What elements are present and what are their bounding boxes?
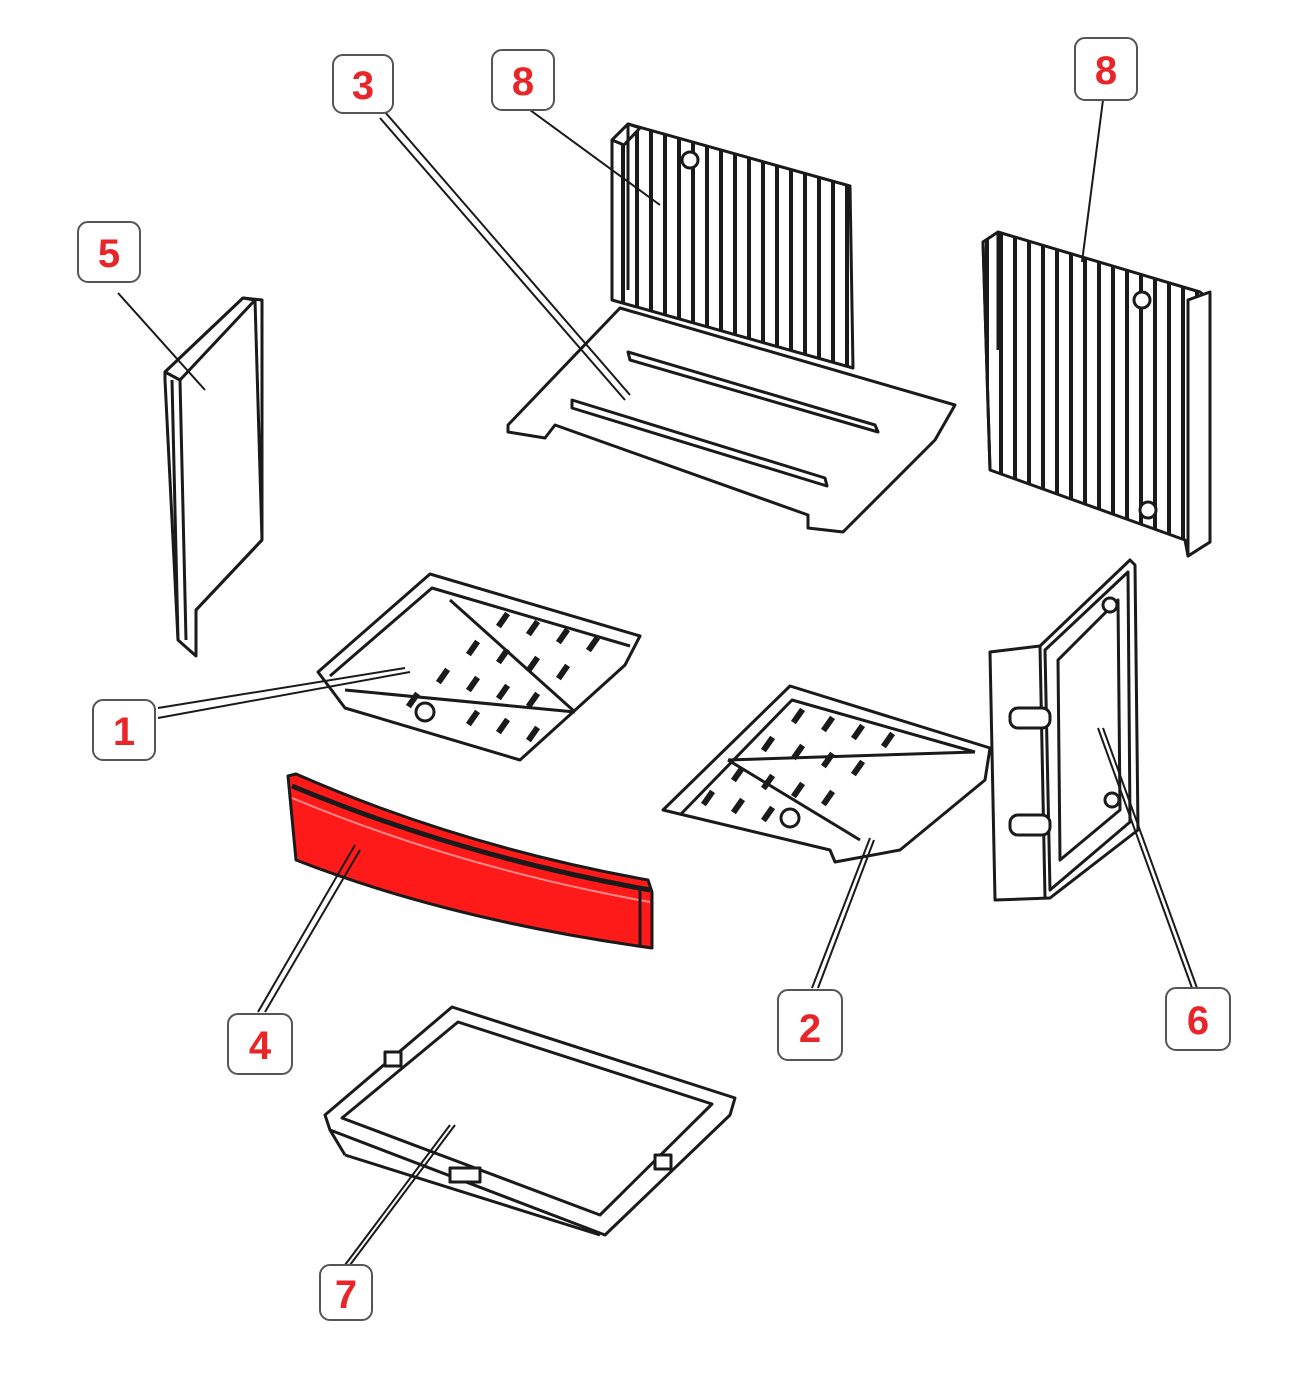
- callout-4-label: 4: [249, 1024, 272, 1068]
- callout-5: 5: [77, 221, 141, 283]
- part-ash-pan: [323, 1005, 737, 1237]
- callout-6: 6: [1165, 987, 1231, 1051]
- callout-4: 4: [227, 1013, 293, 1075]
- part-side-panel-left: [163, 296, 264, 658]
- part-left-grate-plate: [316, 572, 642, 762]
- leader-1b: [157, 671, 411, 719]
- callout-3-label: 3: [352, 64, 374, 108]
- callout-8a-label: 8: [512, 60, 534, 104]
- part-baffle-plate: [506, 306, 957, 534]
- part-front-log-retainer: [286, 772, 654, 950]
- callout-1-label: 1: [113, 710, 135, 754]
- callout-7: 7: [319, 1264, 373, 1321]
- part-back-panel: [610, 122, 855, 370]
- part-side-panel-right: [988, 558, 1140, 902]
- leader-7: [344, 1124, 451, 1266]
- callout-3: 3: [332, 54, 394, 114]
- leader-8b: [1081, 99, 1104, 263]
- leader-4b: [264, 849, 361, 1013]
- callout-6-label: 6: [1187, 999, 1209, 1043]
- leader-3: [384, 111, 631, 396]
- leader-1: [157, 667, 406, 709]
- leader-lines: [117, 99, 1198, 1266]
- leader-2b: [817, 839, 875, 989]
- callout-1: 1: [92, 699, 156, 761]
- callout-8a: 8: [491, 49, 555, 111]
- callout-8b-label: 8: [1095, 49, 1117, 93]
- callout-8b: 8: [1074, 37, 1138, 101]
- leader-6: [1097, 727, 1193, 989]
- leader-2: [811, 837, 871, 989]
- leader-7b: [349, 1124, 456, 1266]
- leader-8a: [529, 109, 661, 206]
- leader-3b: [379, 117, 626, 401]
- leader-6b: [1102, 727, 1198, 989]
- leader-5: [117, 292, 206, 391]
- callout-5-label: 5: [98, 232, 120, 276]
- leader-4: [257, 844, 356, 1013]
- callout-2-label: 2: [799, 1007, 821, 1051]
- part-side-back-panel: [981, 230, 1212, 558]
- callout-7-label: 7: [335, 1273, 357, 1317]
- callout-2: 2: [777, 989, 843, 1061]
- part-right-grate-plate: [661, 684, 992, 864]
- callouts: 3 8 8 5 1 4 2 6: [77, 37, 1231, 1321]
